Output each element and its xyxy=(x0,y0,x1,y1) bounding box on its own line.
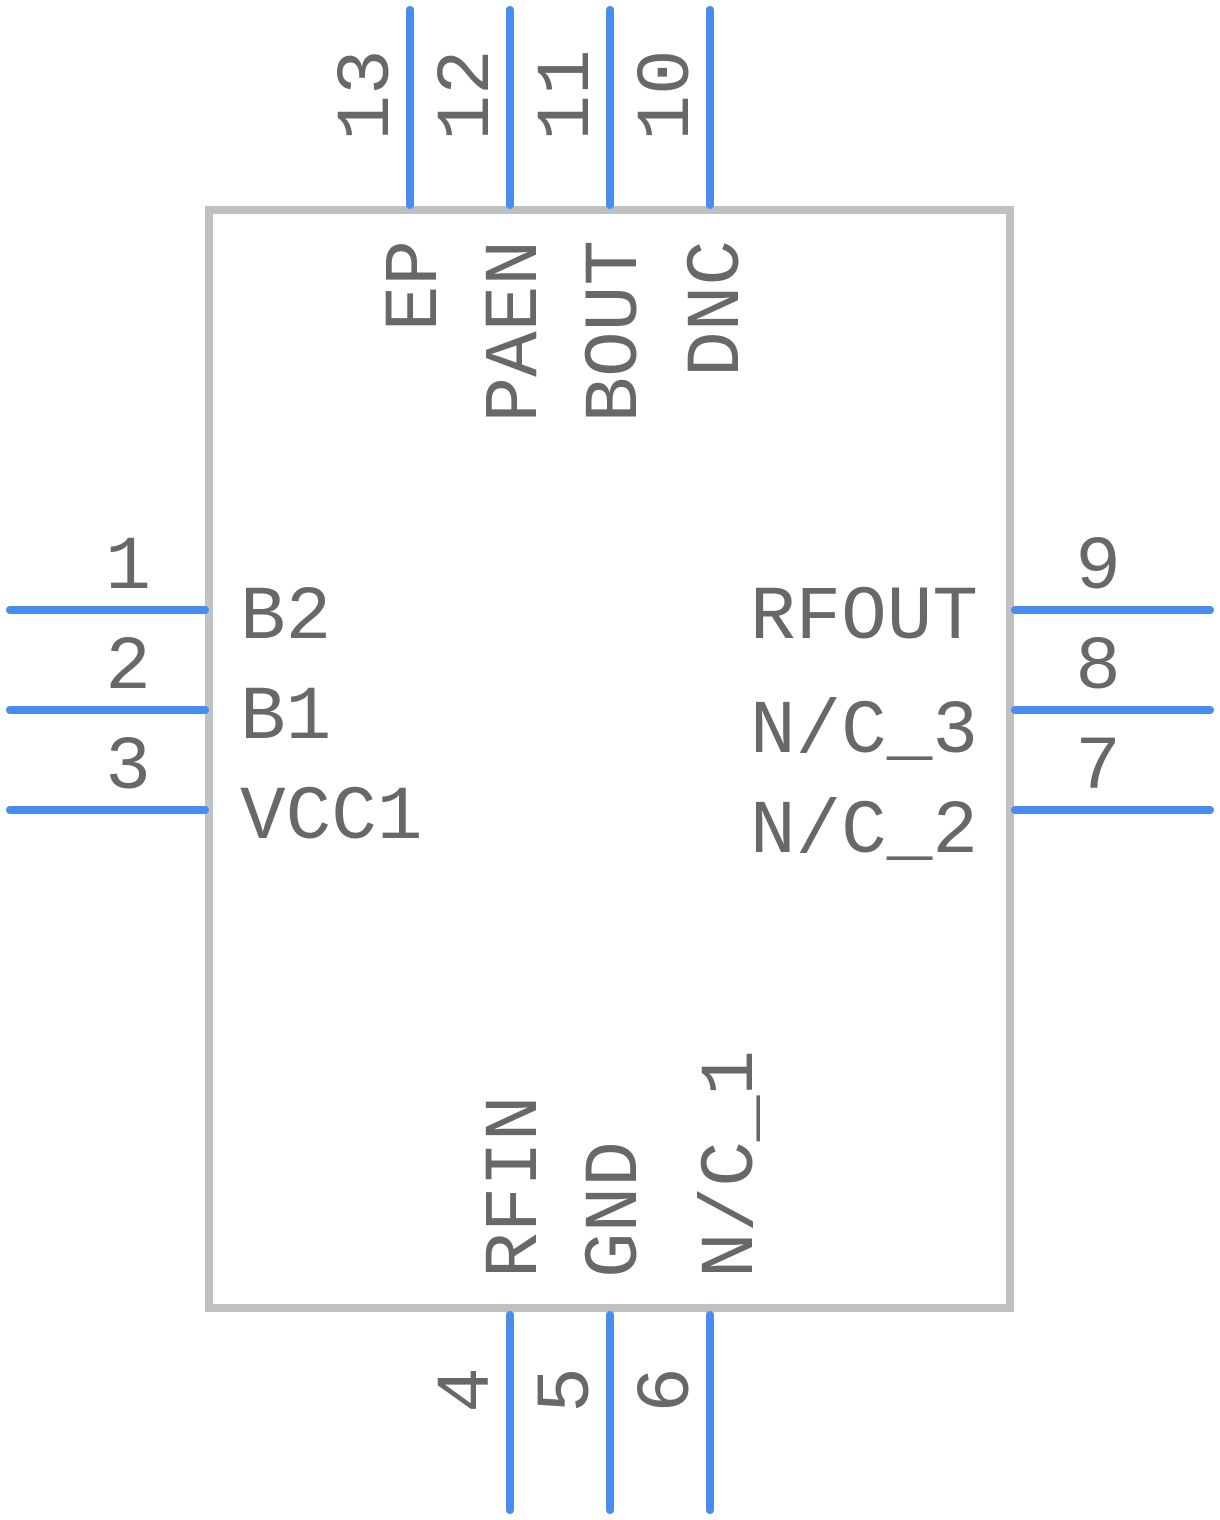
pin-1-number: 1 xyxy=(105,525,151,611)
pin-1-name: B2 xyxy=(240,575,331,661)
top-pins: 13 12 11 10 EP PAEN BOUT DNC xyxy=(325,6,761,422)
pin-5-name: GND xyxy=(573,1141,659,1278)
pin-12-number: 12 xyxy=(425,49,511,140)
pin-6-number: 6 xyxy=(625,1367,711,1413)
pin-6-name: N/C_1 xyxy=(689,1050,775,1278)
pin-10-number: 10 xyxy=(625,49,711,140)
pin-7-name: N/C_2 xyxy=(750,789,978,875)
pin-7-number: 7 xyxy=(1075,725,1121,811)
pin-9-name: RFOUT xyxy=(750,575,978,661)
pin-9-number: 9 xyxy=(1075,525,1121,611)
pin-5-number: 5 xyxy=(525,1367,611,1413)
pin-4-number: 4 xyxy=(425,1367,511,1413)
right-pins: 9 8 7 RFOUT N/C_3 N/C_2 xyxy=(750,525,1214,875)
pin-11-number: 11 xyxy=(525,49,611,140)
pin-2-number: 2 xyxy=(105,625,151,711)
pin-3-name: VCC1 xyxy=(240,775,422,861)
pin-3-number: 3 xyxy=(105,725,151,811)
pin-2-name: B1 xyxy=(240,675,331,761)
pin-4-name: RFIN xyxy=(473,1096,559,1278)
bottom-pins: 4 5 6 RFIN GND N/C_1 xyxy=(425,1050,775,1514)
pin-13-number: 13 xyxy=(325,49,411,140)
pin-8-number: 8 xyxy=(1075,625,1121,711)
pin-8-name: N/C_3 xyxy=(750,689,978,775)
pin-12-name: PAEN xyxy=(473,240,559,422)
left-pins: 1 2 3 B2 B1 VCC1 xyxy=(6,525,422,861)
pin-13-name: EP xyxy=(373,240,459,331)
pin-11-name: BOUT xyxy=(573,240,659,422)
pin-10-name: DNC xyxy=(675,240,761,377)
component-body xyxy=(205,206,1014,1312)
